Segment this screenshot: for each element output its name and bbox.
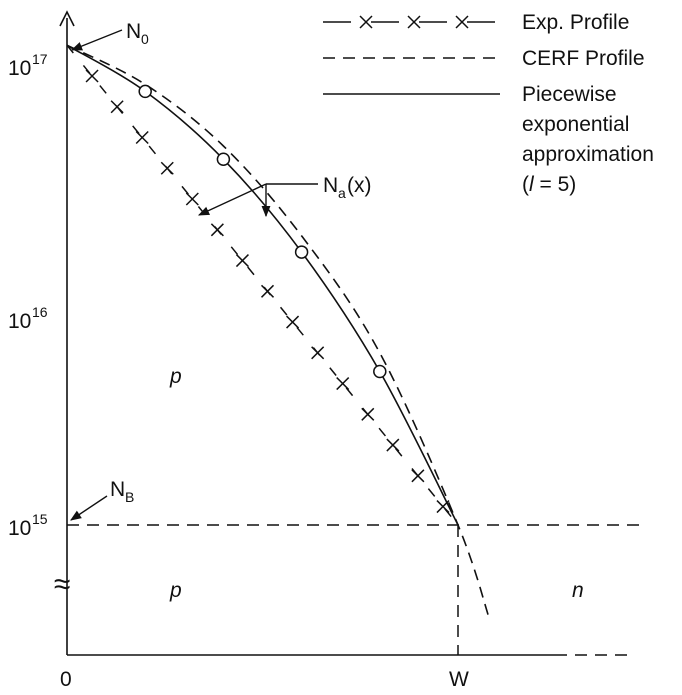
- legend-label-cerf: CERF Profile: [522, 47, 645, 70]
- n0-arrow: [70, 29, 123, 51]
- region-p-lower: p: [169, 579, 182, 602]
- legend-item-cerf: CERF Profile: [323, 47, 645, 70]
- annotation-na: N a (x): [197, 174, 372, 218]
- legend-item-exp: Exp. Profile: [323, 11, 629, 34]
- exp-profile-marker: [386, 438, 400, 452]
- exp-profile-marker: [185, 192, 199, 206]
- piecewise-breakpoint-markers: [138, 84, 387, 379]
- exp-profile-marker: [311, 346, 325, 360]
- n0-subscript: 0: [141, 31, 149, 47]
- y-tick-exponent: 16: [32, 304, 48, 320]
- breakpoint-circle-icon: [294, 245, 309, 259]
- na-subscript: a: [338, 185, 346, 201]
- exp-profile-line: [66, 44, 459, 526]
- n0-label: N: [126, 20, 141, 43]
- legend-label-pw-line2: exponential: [522, 113, 629, 136]
- x-tick-origin: 0: [60, 668, 72, 691]
- region-n-right: n: [572, 579, 584, 602]
- legend-label-pw-line4: (l = 5): [522, 173, 576, 196]
- y-tick-base: 10: [8, 57, 31, 80]
- legend: Exp. Profile CERF Profile Piecewise expo…: [323, 11, 654, 196]
- region-p-upper: p: [169, 365, 182, 388]
- annotation-n0: N 0: [70, 20, 149, 51]
- annotation-nb: N B: [70, 478, 134, 521]
- legend-x-marker: [359, 15, 373, 29]
- breakpoint-circle-icon: [216, 152, 231, 167]
- breakpoint-circle-icon: [138, 84, 152, 99]
- y-tick-exponent: 15: [32, 511, 48, 527]
- na-arrow-left: [197, 183, 267, 216]
- na-suffix: (x): [347, 174, 372, 197]
- y-tick-1e17: 10 17: [8, 51, 48, 80]
- na-label: N: [323, 174, 338, 197]
- exp-profile-marker: [85, 69, 99, 83]
- legend-sample-dash-x: [323, 15, 500, 29]
- legend-label-pw-line3: approximation: [522, 143, 654, 166]
- exp-profile-marker: [160, 161, 174, 175]
- y-tick-base: 10: [8, 517, 31, 540]
- exp-profile-marker: [235, 254, 249, 268]
- legend-item-piecewise: Piecewise exponential approximation (l =…: [323, 83, 654, 196]
- nb-arrow: [70, 495, 108, 521]
- breakpoint-circle-icon: [373, 364, 387, 379]
- legend-label-exp: Exp. Profile: [522, 11, 629, 34]
- exp-profile-marker: [210, 223, 224, 237]
- nb-label: N: [110, 478, 125, 501]
- exp-profile-marker: [361, 407, 375, 421]
- y-axis-arrow-icon: [59, 10, 75, 27]
- exp-profile-marker: [411, 469, 425, 483]
- legend-label-pw-line1: Piecewise: [522, 83, 617, 106]
- y-tick-exponent: 17: [32, 51, 48, 67]
- exp-profile-marker: [260, 284, 275, 298]
- x-tick-w: W: [449, 668, 469, 691]
- series-cerf-profile: [66, 44, 491, 619]
- y-tick-1e15: 10 15: [8, 511, 48, 540]
- nb-subscript: B: [125, 489, 134, 505]
- legend-x-marker: [407, 15, 421, 29]
- exp-profile-marker: [286, 315, 300, 329]
- axis-break-symbol: ≈: [54, 568, 70, 601]
- exp-profile-marker: [135, 130, 149, 145]
- exp-profile-marker: [336, 377, 350, 391]
- legend-x-marker: [455, 15, 469, 29]
- y-tick-1e16: 10 16: [8, 304, 48, 333]
- exp-profile-marker: [110, 100, 124, 114]
- y-tick-base: 10: [8, 310, 31, 333]
- series-exp-profile: [66, 44, 459, 526]
